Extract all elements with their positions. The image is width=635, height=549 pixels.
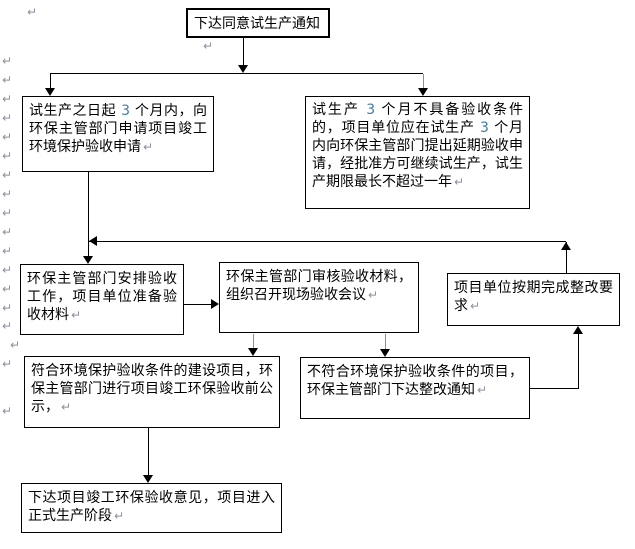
text-run: 个月内向环保主管部门提出延期验收申请，经批准方可继续试生产，试生产期限最长不超过… — [312, 120, 523, 190]
connector-unqualified-right — [530, 388, 579, 389]
paragraph-return-mark-icon: ↵ — [2, 404, 13, 418]
arrowhead-down-icon — [238, 65, 248, 73]
paragraph-return-mark-icon: ↵ — [2, 111, 13, 125]
node-complete-rectification-on-time: 项目单位按期完成整改要求↵ — [447, 273, 620, 326]
text-run: 项目单位按期完成整改要求 — [454, 280, 613, 314]
node-text: 符合环境保护验收条件的建设项目，环保主管部门进行项目竣工环保验收前公示， — [31, 363, 273, 415]
arrowhead-down-icon — [83, 256, 93, 264]
node-text: 项目单位按期完成整改要求 — [454, 280, 613, 314]
paragraph-return-mark-icon: ↵ — [2, 168, 13, 182]
text-run: 3 — [121, 103, 130, 119]
node-final-acceptance-opinion-formal-production: 下达项目竣工环保验收意见，项目进入正式生产阶段↵ — [21, 483, 282, 533]
connector-split-horizontal — [50, 73, 423, 74]
paragraph-return-mark-icon: ↵ — [2, 130, 13, 144]
paragraph-return-mark-icon: ↵ — [2, 244, 13, 258]
text-run: 3 — [366, 102, 376, 118]
paragraph-return-mark-icon: ↵ — [2, 149, 13, 163]
node-delay-acceptance-application: 试生产 3 个月不具备验收条件的，项目单位应在试生产 3 个月内向环保主管部门提… — [305, 96, 530, 209]
connector-apply-to-arrange — [88, 172, 89, 257]
text-run: 个月内，向环保主管部门申请项目竣工环境保护验收申请 — [29, 103, 208, 155]
return-mark-icon: ↵ — [143, 140, 154, 154]
arrowhead-down-icon — [418, 88, 428, 96]
return-mark-icon: ↵ — [61, 400, 72, 414]
paragraph-return-mark-icon: ↵ — [2, 319, 13, 333]
node-review-materials-site-meeting: 环保主管部门审核验收材料，组织召开现场验收会议↵ — [219, 262, 419, 333]
node-text: 环保主管部门审核验收材料，组织召开现场验收会议 — [226, 269, 412, 303]
connector-review-to-unqualified — [385, 334, 386, 350]
paragraph-return-mark-icon: ↵ — [2, 206, 13, 220]
text-run: 试生产之日起 — [29, 103, 122, 119]
paragraph-return-mark-icon: ↵ — [203, 39, 214, 53]
paragraph-return-mark-icon: ↵ — [2, 301, 13, 315]
paragraph-return-mark-icon: ↵ — [2, 263, 13, 277]
connector-split-left-drop — [50, 74, 51, 89]
text-run: 环保主管部门审核验收材料，组织召开现场验收会议 — [226, 269, 412, 303]
return-mark-icon: ↵ — [477, 383, 488, 397]
node-text: 下达同意试生产通知 — [194, 16, 320, 32]
return-mark-icon: ↵ — [454, 175, 465, 189]
paragraph-return-mark-icon: ↵ — [2, 282, 13, 296]
arrowhead-down-icon — [143, 475, 153, 483]
text-run: 符合环境保护验收条件的建设项目，环保主管部门进行项目竣工环保验收前公示， — [31, 363, 273, 415]
arrowhead-up-icon — [561, 242, 571, 250]
paragraph-return-mark-icon: ↵ — [2, 92, 13, 106]
node-text: 试生产 3 个月不具备验收条件的，项目单位应在试生产 3 个月内向环保主管部门提… — [312, 102, 523, 190]
text-run: 下达项目竣工环保验收意见，项目进入正式生产阶段 — [28, 490, 275, 524]
node-text: 不符合环境保护验收条件的项目，环保主管部门下达整改通知 — [307, 364, 523, 398]
return-mark-icon: ↵ — [196, 35, 206, 36]
node-text: 环保主管部门安排验收工作，项目单位准备验收材料 — [27, 271, 177, 323]
paragraph-return-mark-icon: ↵ — [2, 187, 13, 201]
text-run: 不符合环境保护验收条件的项目，环保主管部门下达整改通知 — [307, 364, 523, 398]
paragraph-return-mark-icon: ↵ — [10, 338, 21, 352]
text-run: 个月不具备验收条件的，项目单位应在试生产 — [312, 102, 524, 136]
return-mark-icon: ↵ — [470, 299, 481, 313]
node-qualified-public-notice: 符合环境保护验收条件的建设项目，环保主管部门进行项目竣工环保验收前公示，↵ — [24, 356, 280, 428]
paragraph-return-mark-icon: ↵ — [2, 357, 13, 371]
text-run: 下达同意试生产通知 — [194, 16, 320, 32]
return-mark-icon: ↵ — [71, 308, 82, 322]
connector-unqualified-up — [578, 334, 579, 388]
node-issue-trial-production-notice: 下达同意试生产通知 ↵ — [186, 8, 330, 38]
node-text: 下达项目竣工环保验收意见，项目进入正式生产阶段 — [28, 490, 275, 524]
node-unqualified-rectification-notice: 不符合环境保护验收条件的项目，环保主管部门下达整改通知↵ — [300, 357, 530, 419]
connector-qualified-to-final — [148, 428, 149, 476]
return-mark-icon: ↵ — [114, 509, 125, 523]
connector-split-right-drop — [423, 74, 424, 89]
node-text: 试生产之日起 3 个月内，向环保主管部门申请项目竣工环境保护验收申请 — [29, 103, 207, 155]
text-run: 试生产 — [312, 102, 367, 118]
arrowhead-up-icon — [573, 326, 583, 334]
paragraph-return-mark-icon: ↵ — [27, 5, 38, 19]
paragraph-return-mark-icon: ↵ — [2, 225, 13, 239]
arrowhead-down-icon — [248, 348, 258, 356]
text-run: 3 — [480, 120, 489, 136]
node-apply-acceptance-within-3-months: 试生产之日起 3 个月内，向环保主管部门申请项目竣工环境保护验收申请↵ — [22, 96, 214, 172]
connector-notice-down — [243, 38, 244, 68]
text-run: 环保主管部门安排验收工作，项目单位准备验收材料 — [27, 271, 177, 323]
connector-review-to-qualified — [253, 334, 254, 349]
connector-rectify-up — [566, 242, 567, 273]
arrowhead-down-icon — [45, 88, 55, 96]
node-arrange-acceptance-work: 环保主管部门安排验收工作，项目单位准备验收材料↵ — [20, 264, 184, 335]
arrowhead-down-icon — [380, 349, 390, 357]
connector-rework-horizontal — [89, 241, 566, 242]
return-mark-icon: ↵ — [368, 288, 379, 302]
connector-arrange-to-review — [184, 304, 212, 305]
paragraph-return-mark-icon: ↵ — [2, 54, 13, 68]
arrowhead-right-icon — [211, 299, 219, 309]
arrowhead-left-icon — [89, 236, 97, 246]
paragraph-return-mark-icon: ↵ — [2, 73, 13, 87]
